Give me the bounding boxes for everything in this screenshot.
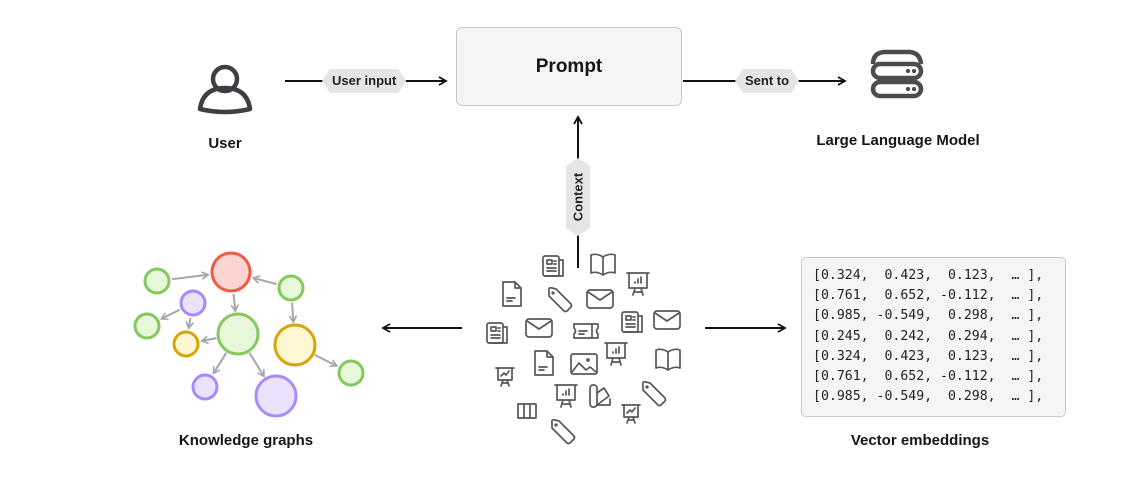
- document-icon: [502, 281, 522, 307]
- graph-node-green: [133, 312, 161, 340]
- vector-row: [0.324, 0.423, 0.123, … ],: [813, 268, 1044, 283]
- vector-row: [0.761, 0.652, -0.112, … ],: [813, 369, 1044, 385]
- knowledge-graphs-label: Knowledge graphs: [178, 432, 314, 449]
- presentation-chart-icon: [626, 272, 650, 296]
- graph-node-green: [216, 312, 260, 356]
- book-icon: [590, 253, 616, 276]
- graph-edge: [171, 271, 210, 281]
- graph-edge: [314, 353, 339, 368]
- user-icon: [197, 64, 253, 115]
- graph-node-green: [337, 359, 365, 387]
- knowledge-graph: [133, 251, 365, 418]
- graph-edge: [185, 317, 194, 330]
- edge-label-sent-to: Sent to: [735, 69, 799, 93]
- graph-edge: [251, 275, 277, 286]
- vector-embeddings-box: [0.324, 0.423, 0.123, … ], [0.761, 0.652…: [801, 257, 1066, 417]
- graph-node-yellow: [273, 323, 317, 367]
- envelope-icon: [586, 289, 614, 309]
- graph-node-green: [143, 267, 171, 295]
- envelope-icon: [525, 318, 553, 338]
- edge-label-context: Context: [566, 158, 590, 236]
- graph-edge: [248, 352, 265, 378]
- newspaper-icon: [621, 311, 643, 333]
- llm-label: Large Language Model: [816, 132, 980, 149]
- prompt-box: Prompt: [456, 27, 682, 106]
- graph-node-purple: [191, 373, 219, 401]
- document-icon: [534, 350, 554, 376]
- image-icon: [570, 353, 598, 375]
- presentation-trend-icon: [621, 404, 641, 424]
- graph-node-purple: [254, 374, 298, 418]
- graph-node-green: [277, 274, 305, 302]
- tag-icon: [641, 380, 667, 407]
- graph-edge: [230, 293, 240, 313]
- graph-node-purple: [179, 289, 207, 317]
- graph-node-red: [210, 251, 252, 293]
- envelope-icon: [653, 310, 681, 330]
- presentation-chart-icon: [604, 342, 628, 366]
- graph-edge: [212, 352, 228, 375]
- prompt-label: Prompt: [535, 55, 603, 77]
- ticket-icon: [573, 323, 599, 339]
- presentation-chart-icon: [554, 384, 578, 408]
- user-label: User: [208, 135, 242, 152]
- vector-row: [0.985, -0.549, 0.298, … ],: [813, 389, 1044, 405]
- newspaper-icon: [542, 255, 564, 277]
- graph-edge: [159, 308, 181, 321]
- tag-icon: [550, 418, 576, 445]
- vector-row: [0.245, 0.242, 0.294, … ],: [813, 328, 1044, 344]
- columns-icon: [517, 403, 537, 419]
- book-icon: [655, 348, 681, 371]
- edge-label-user-input: User input: [322, 69, 406, 93]
- data-source-cluster: [486, 253, 681, 445]
- presentation-trend-icon: [495, 367, 515, 387]
- graph-edge: [200, 335, 217, 345]
- vector-row: [0.324, 0.423, 0.123, … ],: [813, 348, 1044, 364]
- swatch-icon: [589, 384, 611, 408]
- newspaper-icon: [486, 322, 508, 344]
- server-stack-icon: [870, 49, 924, 99]
- vector-row: [0.761, 0.652, -0.112, … ],: [813, 288, 1044, 304]
- vector-row: [0.985, -0.549, 0.298, … ],: [813, 308, 1044, 324]
- vector-embeddings-label: Vector embeddings: [850, 432, 990, 449]
- graph-node-yellow: [172, 330, 200, 358]
- graph-edge: [288, 302, 298, 324]
- tag-icon: [547, 286, 573, 313]
